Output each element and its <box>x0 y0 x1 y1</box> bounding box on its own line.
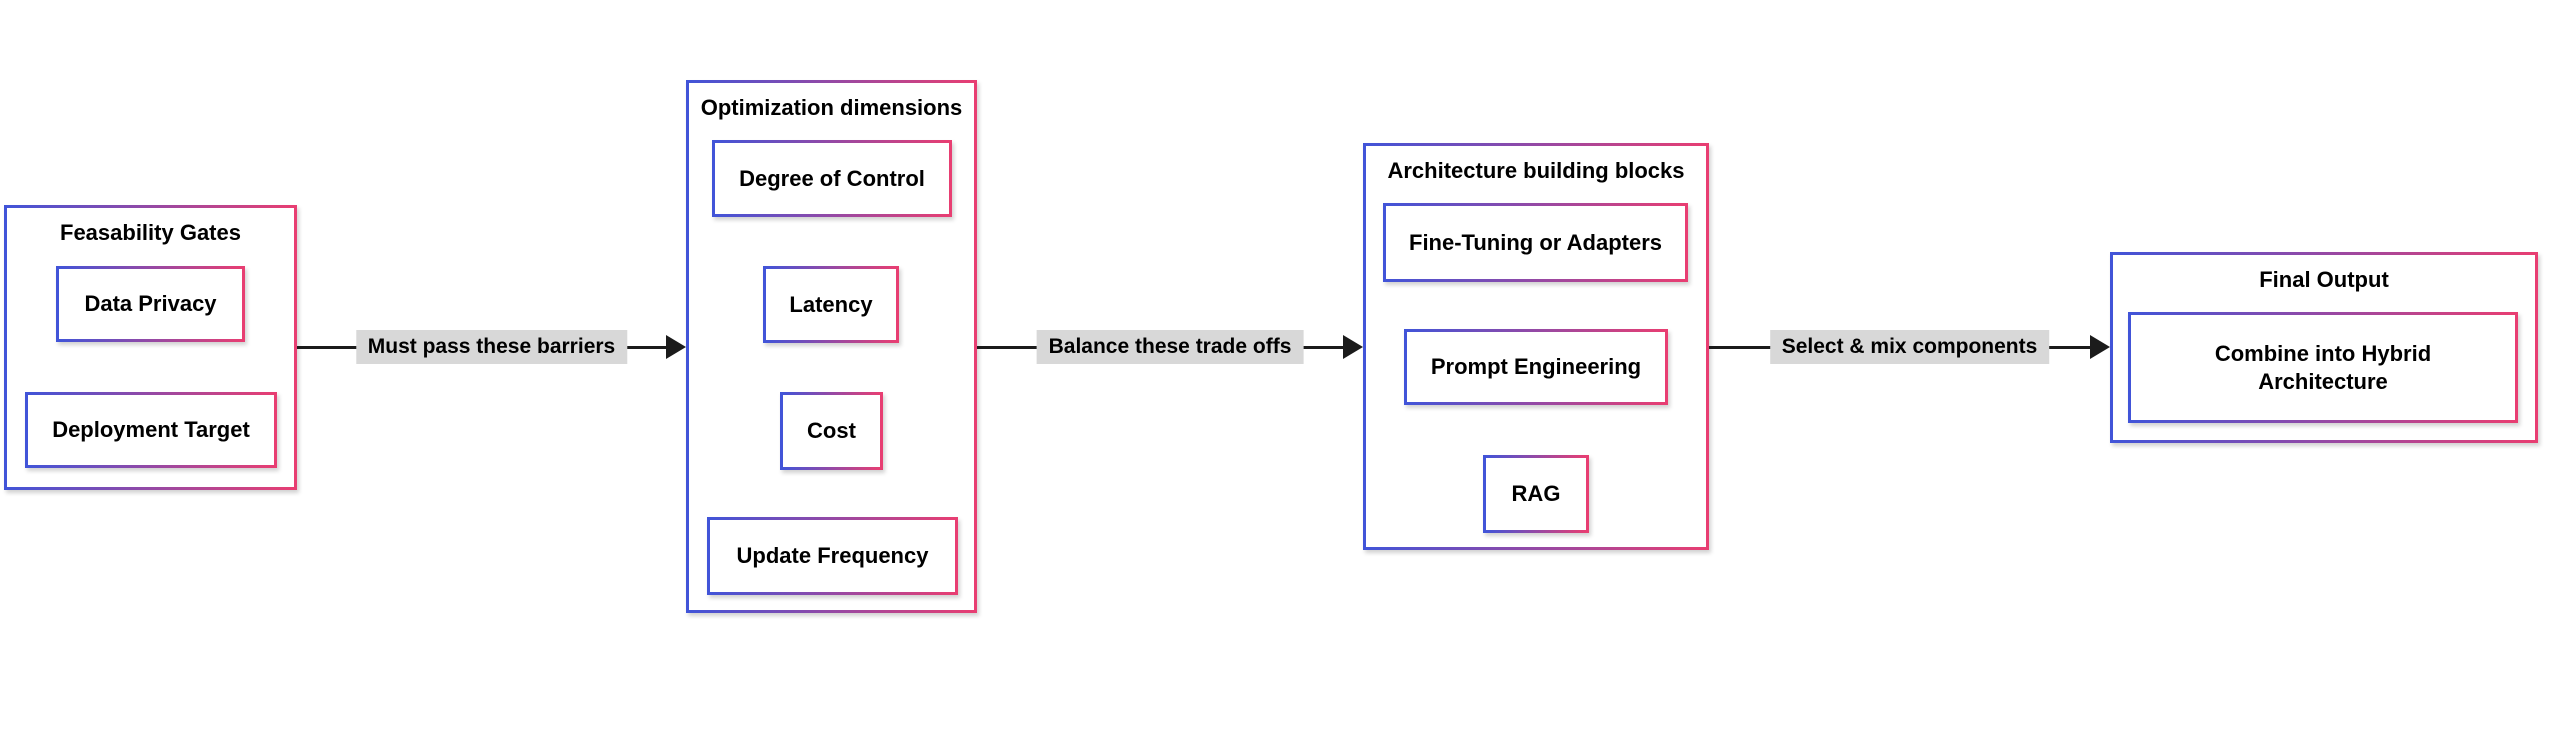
connector-architecture-to-final: Select & mix components <box>1709 325 2110 369</box>
node-update-frequency[interactable]: Update Frequency <box>707 517 958 595</box>
node-prompt-engineering[interactable]: Prompt Engineering <box>1404 329 1668 405</box>
node-label: Cost <box>807 418 856 444</box>
node-degree-of-control[interactable]: Degree of Control <box>712 140 952 217</box>
group-architecture-building-blocks[interactable]: Architecture building blocks Fine-Tuning… <box>1363 143 1709 550</box>
node-label: Fine-Tuning or Adapters <box>1409 229 1662 255</box>
node-label: Data Privacy <box>84 291 217 317</box>
group-title-optimization-dimensions: Optimization dimensions <box>700 95 963 120</box>
node-rag[interactable]: RAG <box>1483 455 1589 533</box>
connector-feasibility-to-optimization: Must pass these barriers <box>297 325 686 369</box>
node-label: RAG <box>1511 481 1561 507</box>
node-label: Deployment Target <box>52 417 250 443</box>
group-optimization-dimensions[interactable]: Optimization dimensions Degree of Contro… <box>686 80 977 613</box>
arrowhead-right-icon <box>666 335 686 359</box>
node-latency[interactable]: Latency <box>763 266 899 343</box>
arrowhead-right-icon <box>1343 335 1363 359</box>
node-label: Latency <box>789 291 873 317</box>
node-combine-into-hybrid-architecture[interactable]: Combine into Hybrid Architecture <box>2128 312 2518 423</box>
connector-label-select-mix[interactable]: Select & mix components <box>1769 330 2050 364</box>
node-deployment-target[interactable]: Deployment Target <box>25 392 277 468</box>
node-label: Update Frequency <box>736 543 929 569</box>
connector-label-must-pass[interactable]: Must pass these barriers <box>355 330 628 364</box>
group-title-final-output: Final Output <box>2259 267 2389 292</box>
group-final-output[interactable]: Final Output Combine into Hybrid Archite… <box>2110 252 2538 443</box>
group-title-architecture-building-blocks: Architecture building blocks <box>1387 158 1685 183</box>
group-title-feasibility-gates: Feasability Gates <box>60 220 241 245</box>
arrowhead-right-icon <box>2090 335 2110 359</box>
group-feasibility-gates[interactable]: Feasability Gates Data Privacy Deploymen… <box>4 205 297 490</box>
node-fine-tuning-or-adapters[interactable]: Fine-Tuning or Adapters <box>1383 203 1688 282</box>
node-label: Prompt Engineering <box>1430 354 1642 380</box>
connector-label-balance-tradeoffs[interactable]: Balance these trade offs <box>1036 330 1304 364</box>
node-label: Combine into Hybrid Architecture <box>2214 341 2432 394</box>
connector-optimization-to-architecture: Balance these trade offs <box>977 325 1363 369</box>
node-data-privacy[interactable]: Data Privacy <box>56 266 245 342</box>
node-cost[interactable]: Cost <box>780 392 883 470</box>
node-label: Degree of Control <box>739 165 925 191</box>
